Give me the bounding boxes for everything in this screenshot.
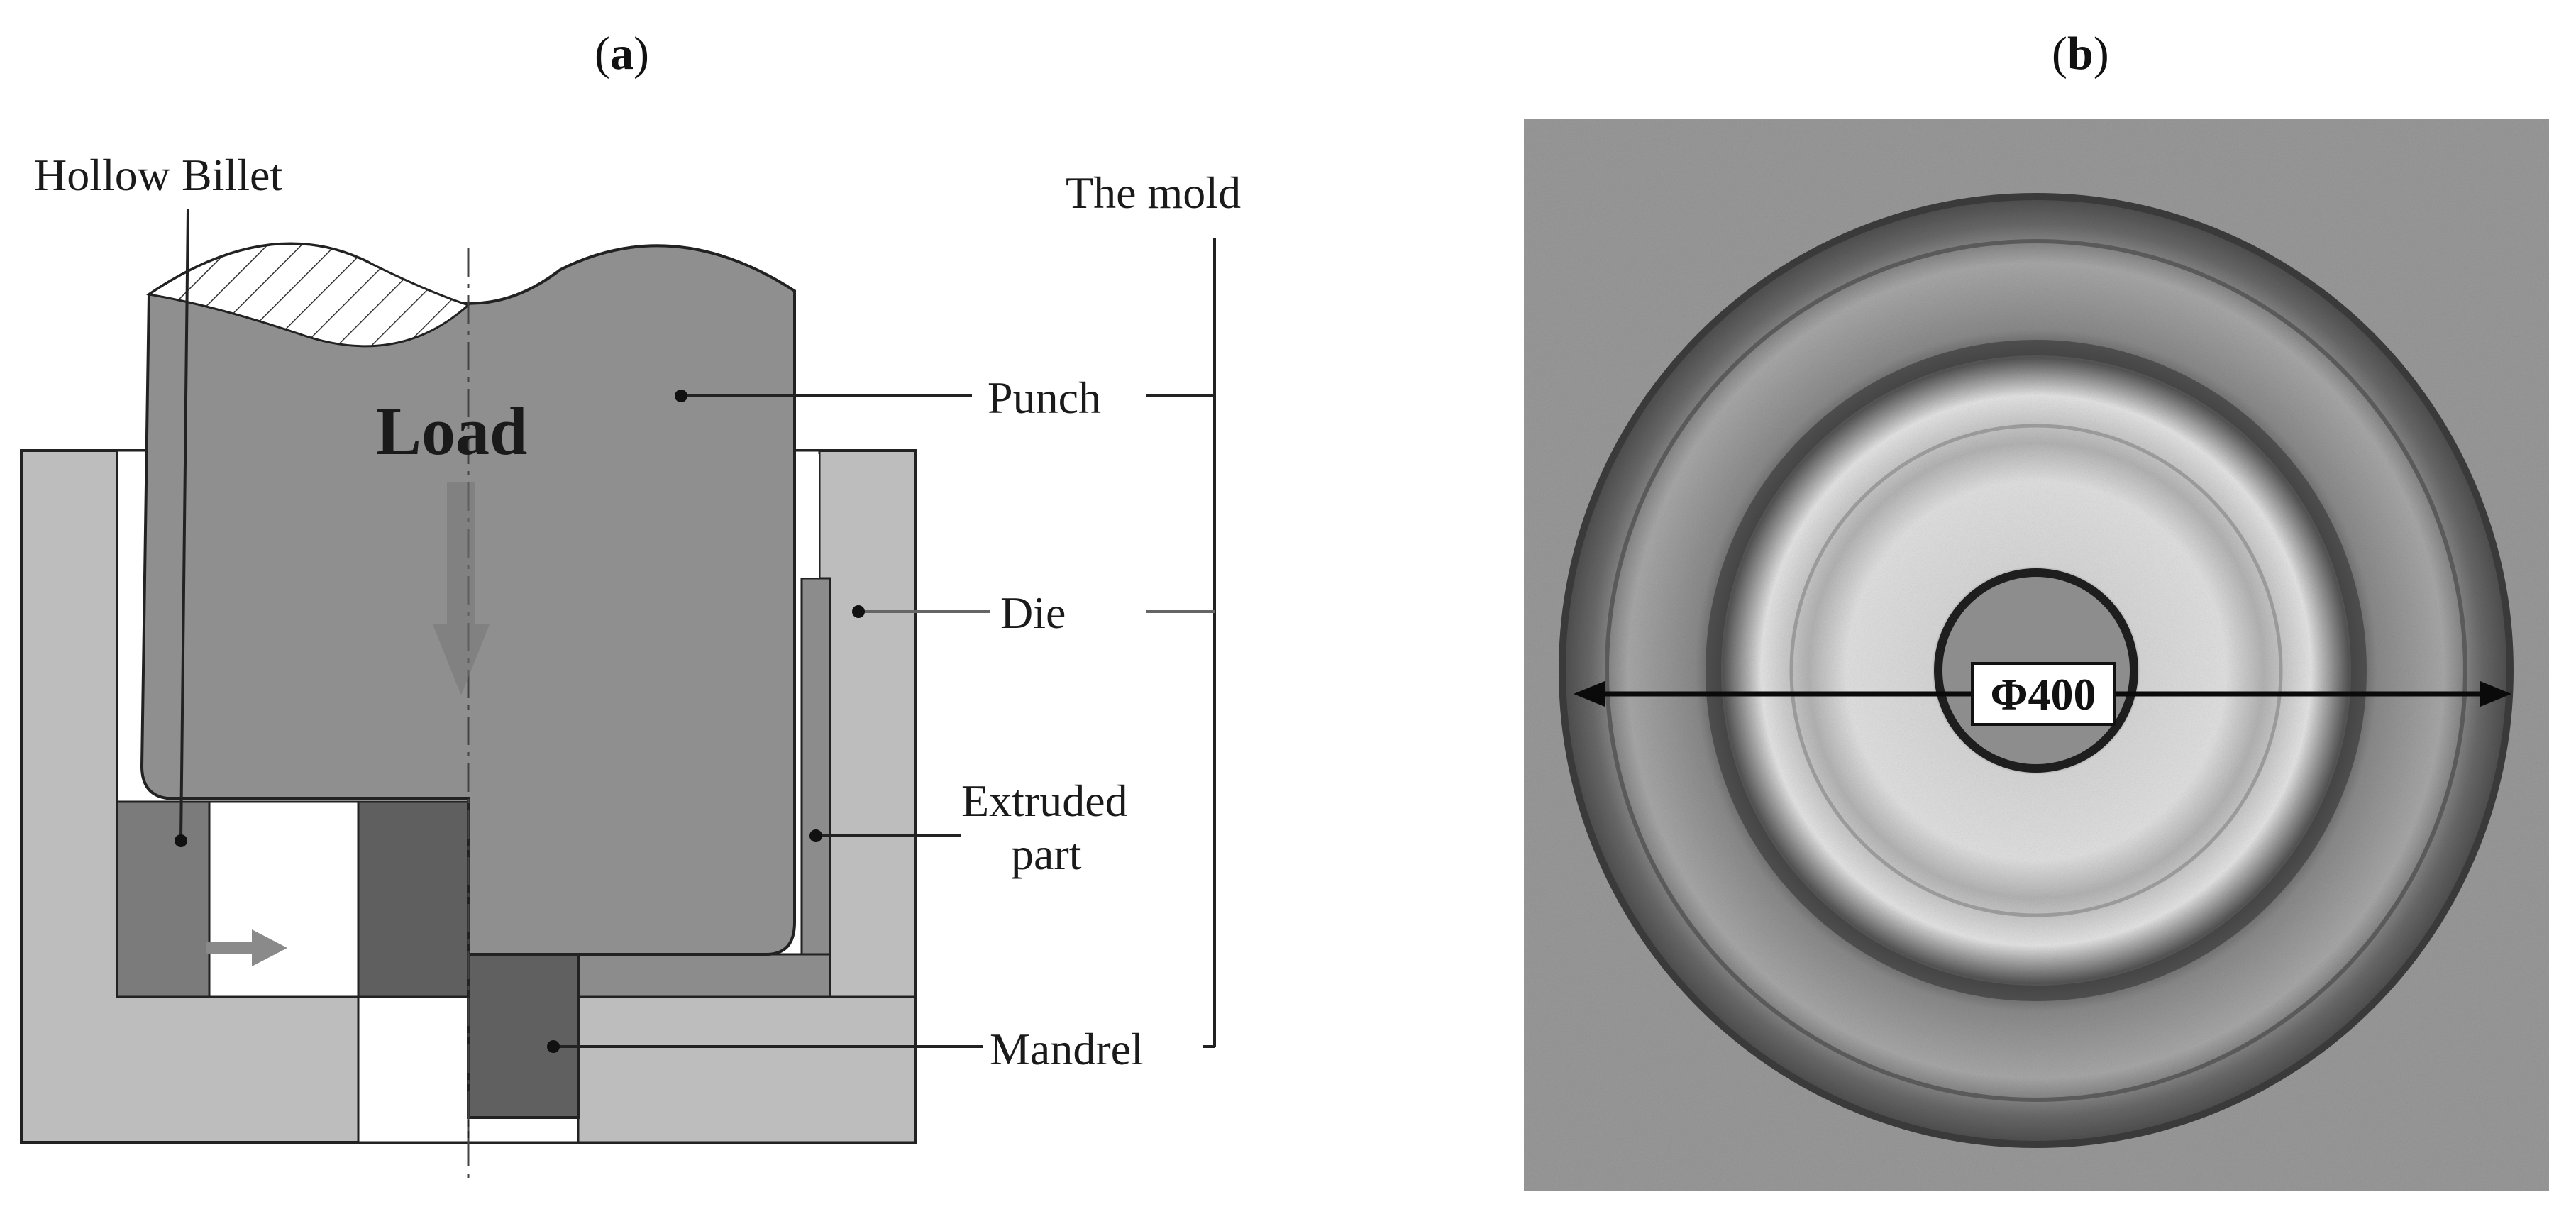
panel-a-label: (a): [595, 27, 649, 81]
load-label: Load: [376, 393, 527, 469]
die-bottom-opening: [357, 995, 470, 1144]
dot-hollow-billet: [175, 834, 187, 847]
flow-arrow-head: [252, 929, 287, 966]
dot-die: [852, 605, 865, 618]
extruded-part-label-line2: part: [1011, 829, 1082, 879]
billet-flow-arrow: [206, 929, 287, 966]
panel-b-label-letter: b: [2067, 28, 2094, 79]
dot-extruded-part: [809, 829, 822, 842]
panel-a-label-close: ): [633, 28, 649, 79]
die-label: Die: [1000, 587, 1066, 638]
panel-b-label-open: (: [2052, 28, 2067, 79]
leader-dots: [175, 390, 865, 1053]
die-mandrel-gap: [467, 1116, 580, 1144]
dimension-label-box: [1971, 662, 2116, 726]
extruded-part-bottom: [577, 953, 831, 998]
billet-flow-space: [208, 800, 360, 998]
the-mold-label: The mold: [1066, 167, 1241, 218]
leader-hollow-billet: [179, 209, 189, 841]
panel-b-label-close: ): [2093, 28, 2109, 79]
dimension-label: Φ400: [1990, 669, 2096, 719]
panel-b-label: (b): [2052, 27, 2109, 81]
load-arrow: [433, 482, 490, 695]
mandrel-label: Mandrel: [990, 1024, 1144, 1074]
extrusion-diagram: Load Hollow Billet The mold Punch Die Ex…: [20, 150, 1241, 1178]
extruded-part-label-line1: Extruded: [961, 776, 1128, 826]
dish-outer-rim: [1559, 193, 2514, 1148]
load-arrow-shaft: [447, 482, 475, 624]
dimension-arrow-right: [2480, 681, 2511, 707]
panel-a-label-letter: a: [609, 28, 634, 79]
diameter-dimension: Φ400: [1574, 662, 2511, 726]
leader-lines: [179, 209, 1216, 1048]
hollow-billet-label: Hollow Billet: [34, 150, 282, 200]
extruded-part-wall: [800, 577, 831, 973]
dish-ring: [1789, 424, 2283, 917]
dot-punch: [675, 390, 687, 402]
flow-arrow-shaft: [206, 942, 255, 954]
die-left-gap: [121, 454, 145, 752]
load-arrow-head: [433, 624, 490, 695]
panel-a-label-open: (: [595, 28, 610, 79]
hollow-billet-inner: [357, 800, 470, 998]
mandrel: [467, 953, 580, 1119]
dimension-arrow-left: [1574, 681, 1605, 707]
dish-groove: [1706, 340, 2367, 1001]
dot-mandrel: [547, 1040, 560, 1053]
punch-label: Punch: [988, 373, 1101, 423]
dish-inner-rim: [1605, 239, 2467, 1102]
die-top-gap: [795, 454, 819, 578]
